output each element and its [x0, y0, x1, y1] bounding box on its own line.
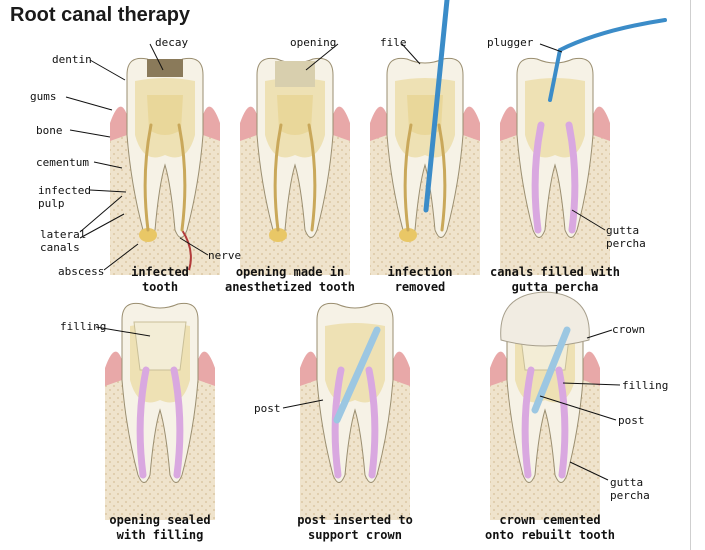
- opening: [275, 61, 315, 87]
- root-canal: [177, 123, 187, 232]
- gum: [240, 106, 257, 141]
- label-dentin: dentin: [52, 53, 92, 66]
- gum: [463, 106, 480, 141]
- label-file: file: [380, 36, 407, 49]
- label-abscess: abscess: [58, 265, 105, 278]
- label-post: post: [254, 402, 281, 415]
- root-canal: [143, 123, 153, 232]
- right-border: [690, 0, 691, 550]
- diagram-title: Root canal therapy: [10, 4, 191, 26]
- label-nerve: nerve: [208, 249, 242, 262]
- root-canal: [437, 123, 447, 232]
- decay: [147, 59, 183, 77]
- tooth-crown: [490, 291, 600, 520]
- gum: [198, 351, 215, 386]
- crown: [500, 291, 590, 347]
- gum: [500, 106, 517, 141]
- label-gums: gums: [30, 90, 57, 103]
- tooth-post: [300, 302, 410, 520]
- file-instrument: [423, 0, 450, 213]
- abscess: [269, 228, 287, 242]
- root-canal: [403, 123, 413, 232]
- root-canal: [307, 123, 317, 232]
- post: [531, 326, 571, 414]
- pulp: [147, 95, 183, 135]
- pulp: [277, 95, 313, 135]
- root-canal: [136, 366, 150, 479]
- gum: [203, 106, 220, 141]
- nerve: [181, 229, 192, 271]
- tooth-infection-removed: [370, 57, 480, 275]
- label-opening: opening: [290, 36, 337, 49]
- dentin: [525, 78, 585, 158]
- label-bone: bone: [36, 124, 63, 137]
- gum: [393, 351, 410, 386]
- root-canal: [365, 366, 379, 479]
- post: [333, 326, 381, 424]
- label-cementum: cementum: [36, 156, 89, 169]
- root-canal: [555, 366, 569, 479]
- plugger-instrument: [548, 18, 667, 102]
- gum: [370, 106, 387, 141]
- root-canal: [531, 121, 545, 234]
- abscess: [399, 228, 417, 242]
- gum: [583, 351, 600, 386]
- gum: [300, 351, 317, 386]
- abscess: [139, 228, 157, 242]
- label-decay: decay: [155, 36, 189, 49]
- gum: [490, 351, 507, 386]
- gum: [593, 106, 610, 141]
- tooth-gutta-percha: [500, 57, 610, 275]
- tooth-filling: [105, 302, 215, 520]
- label-filling-2: filling: [622, 379, 669, 392]
- tooth-infected: [110, 57, 220, 275]
- root-canal: [170, 366, 184, 479]
- gum: [333, 106, 350, 141]
- label-plugger: plugger: [487, 36, 534, 49]
- label-post-2: post: [618, 414, 645, 427]
- tooth-opening: [240, 57, 350, 275]
- label-crown: crown: [612, 323, 646, 336]
- label-filling: filling: [60, 320, 107, 333]
- gum: [110, 106, 127, 141]
- root-canal: [521, 366, 535, 479]
- filling: [133, 321, 187, 371]
- root-canal: [273, 123, 283, 232]
- root-canal: [565, 121, 579, 234]
- gum: [105, 351, 122, 386]
